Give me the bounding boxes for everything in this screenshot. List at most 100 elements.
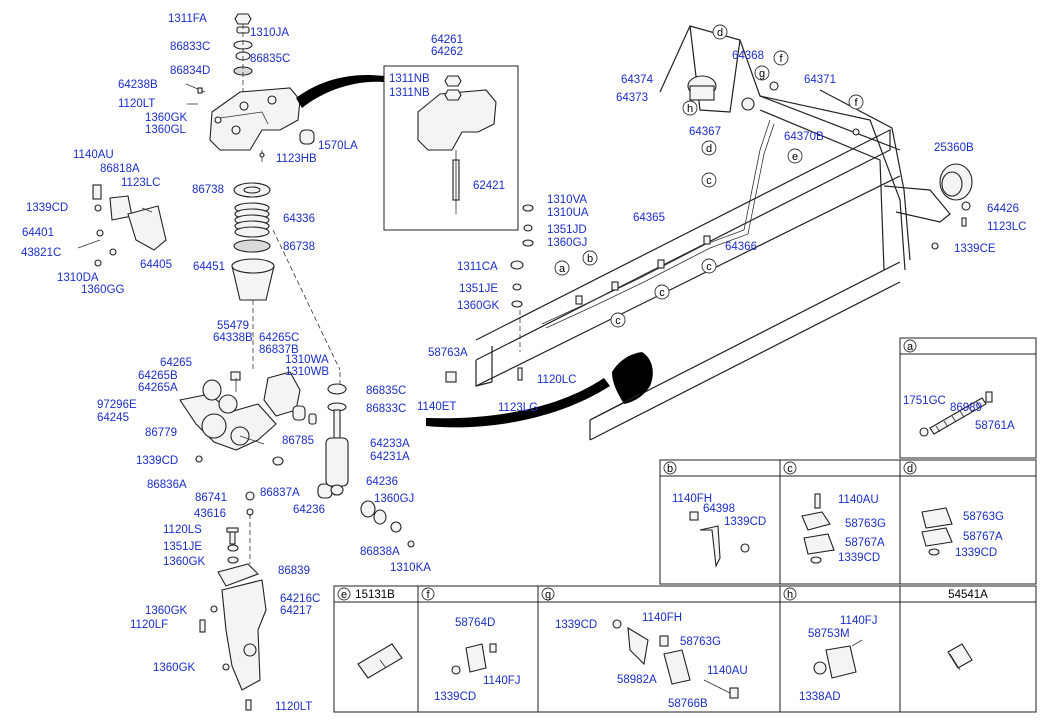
part-label: 64451: [193, 261, 225, 273]
part-label: 64231A: [370, 451, 410, 463]
panel-label: 58753M: [808, 628, 850, 640]
panel-label: 58763G: [963, 511, 1004, 523]
callout-letter: d: [706, 143, 712, 155]
panel-f-parts: [451, 643, 497, 675]
frame-label: 25360B: [934, 142, 974, 154]
panel-label: 86989: [950, 402, 982, 414]
frame-label: 64426: [987, 203, 1019, 215]
part-label: 1360GG: [81, 284, 125, 296]
frame-callouts: [554, 24, 864, 328]
part-label: 1120LS: [163, 524, 202, 536]
part-label: 1360GK: [163, 556, 206, 568]
part-label: 1360GK: [153, 662, 196, 674]
panel-label: 58766B: [668, 698, 708, 710]
panel-label: 1140FH: [642, 612, 682, 624]
panel-label: 1339CD: [724, 516, 766, 528]
panel-letter: h: [787, 589, 793, 601]
part-label: 64245: [97, 412, 129, 424]
part-label: 64217: [280, 605, 312, 617]
chassis-frame: [445, 25, 973, 441]
part-label: 64405: [140, 259, 172, 271]
part-label: 1123LC: [121, 177, 160, 189]
part-label: 1360GK: [145, 605, 188, 617]
panel-label: 58763G: [680, 636, 721, 648]
callout-letter: g: [759, 68, 765, 80]
callout-letter: d: [717, 27, 723, 39]
part-label: 86833C: [170, 41, 210, 53]
part-label: 86834D: [170, 65, 210, 77]
panel-header: 54541A: [948, 589, 988, 601]
frame-label: 64370B: [784, 131, 824, 143]
frame-label: 64374: [621, 74, 654, 86]
part-label: 1120LT: [118, 98, 155, 110]
callout-letter: c: [706, 261, 712, 273]
part-label: 1310WB: [285, 366, 329, 378]
callout-letter: f: [854, 97, 858, 109]
panel-letter: b: [667, 463, 673, 475]
part-label: 64238B: [118, 79, 158, 91]
panel-label: 1140FJ: [483, 675, 521, 687]
part-label: 86818A: [100, 163, 140, 175]
part-label: 64265A: [138, 382, 178, 394]
part-label: 86738: [192, 184, 224, 196]
part-label: 1123HB: [276, 153, 317, 165]
part-label: 64236: [293, 504, 325, 516]
part-label: 64401: [22, 227, 54, 239]
frame-label: 1123LC: [987, 221, 1026, 233]
part-label: 86836A: [147, 479, 187, 491]
frame-label: 1120LC: [537, 374, 576, 386]
part-label: 86837B: [259, 344, 299, 356]
panel-letter: e: [341, 589, 347, 601]
callout-letter: c: [615, 315, 621, 327]
panel-header: 15131B: [355, 589, 395, 601]
panel-label: 58982A: [617, 674, 657, 686]
panel-label: 58764D: [455, 617, 495, 629]
detail-inset: [383, 65, 519, 231]
inset-label: 1311NB: [389, 73, 430, 85]
panel-label: 58763G: [845, 518, 886, 530]
part-label: 1310WA: [285, 354, 329, 366]
frame-label: 1123LG: [498, 402, 538, 414]
part-label: 1140AU: [73, 149, 114, 161]
part-label: 1120LF: [130, 619, 168, 631]
part-label: 64336: [283, 213, 315, 225]
part-label: 64265B: [138, 370, 178, 382]
panel-label: 1751GC: [903, 395, 946, 407]
panel-letter: c: [787, 463, 793, 475]
part-label: 86833C: [366, 403, 406, 415]
callout-letter: e: [792, 151, 798, 163]
panel-label: 58761A: [975, 420, 1015, 432]
part-label: 1311FA: [168, 13, 207, 25]
panel-label: 1339CD: [434, 691, 476, 703]
panel-a-parts: [919, 391, 993, 437]
part-label: 1360GJ: [374, 493, 414, 505]
frame-label: 64366: [725, 241, 757, 253]
part-label: 86837A: [260, 487, 300, 499]
frame-label: 64373: [616, 92, 648, 104]
frame-label: 64365: [633, 212, 665, 224]
part-label: 86838A: [360, 546, 400, 558]
panel-d-parts: [921, 507, 953, 556]
part-label: 43821C: [21, 247, 61, 259]
frame-label: 1140ET: [417, 401, 456, 413]
part-label: 1310DA: [57, 272, 99, 284]
valve-assembly: [77, 184, 167, 267]
panel-label: 1140AU: [838, 494, 879, 506]
panel-letter: g: [545, 589, 551, 601]
panel-letters: [337, 339, 917, 601]
frame-label: 58763A: [428, 347, 468, 359]
part-label: 64338B: [213, 332, 253, 344]
upper-mount-parts: [185, 13, 315, 162]
panel-label: 1140AU: [707, 665, 748, 677]
panel-last-parts: [947, 643, 973, 671]
part-label: 64233A: [370, 438, 410, 450]
panel-label: 1140FH: [672, 493, 712, 505]
panel-c-parts: [801, 493, 835, 564]
frame-label: 1351JE: [459, 283, 498, 295]
frame-label: 1360GJ: [547, 237, 587, 249]
panel-label: 64398: [703, 503, 735, 515]
panel-e-parts: [357, 643, 403, 679]
callout-letter: f: [779, 53, 783, 65]
